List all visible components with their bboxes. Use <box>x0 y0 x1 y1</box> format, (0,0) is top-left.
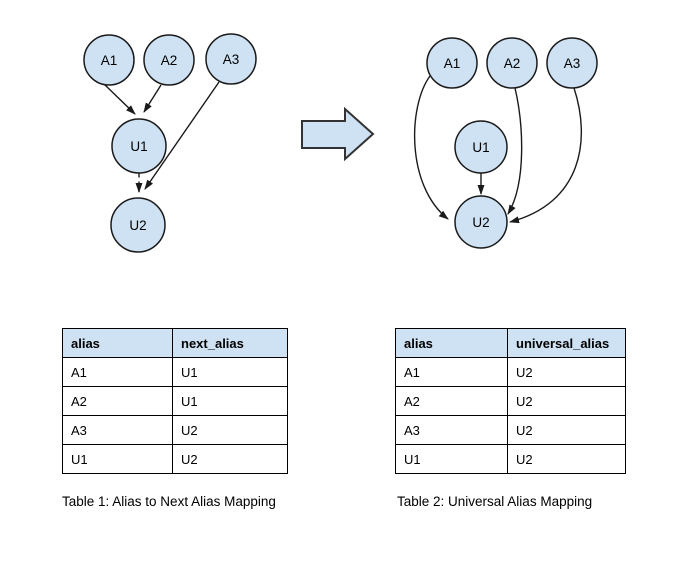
graph-after: A1 A2 A3 U1 U2 <box>413 37 598 249</box>
cell-alias: U1 <box>395 444 508 474</box>
cell-alias: A3 <box>395 415 508 445</box>
transform-arrow-icon <box>301 106 375 162</box>
node-before-a2: A2 <box>143 34 195 86</box>
table-row: A1 U2 <box>395 357 626 387</box>
column-header-alias: alias <box>62 328 173 358</box>
edge-after-a2-u2 <box>507 87 523 215</box>
node-label: A2 <box>161 53 178 68</box>
universal-alias-table: alias universal_alias A1 U2 A2 U2 A3 U2 … <box>395 328 626 474</box>
table-header-row: alias next_alias <box>62 328 288 358</box>
edge-after-a3-u2 <box>509 87 583 224</box>
node-before-u2: U2 <box>110 197 166 253</box>
node-label: A3 <box>564 56 581 71</box>
cell-universal-alias: U2 <box>507 415 626 445</box>
node-before-a3: A3 <box>205 33 257 85</box>
column-header-next-alias: next_alias <box>172 328 288 358</box>
node-label: U2 <box>129 218 146 233</box>
edge-before-a1-u1 <box>104 84 136 115</box>
node-circle <box>110 197 166 253</box>
node-circle <box>546 37 598 89</box>
column-header-universal-alias: universal_alias <box>507 328 626 358</box>
cell-alias: U1 <box>62 444 173 474</box>
cell-alias: A3 <box>62 415 173 445</box>
node-label: A3 <box>223 52 240 67</box>
cell-universal-alias: U2 <box>507 386 626 416</box>
cell-alias: A2 <box>62 386 173 416</box>
cell-next-alias: U1 <box>172 357 288 387</box>
table-row: U1 U2 <box>395 444 626 474</box>
graph-before: A1 A2 A3 U1 U2 <box>83 33 257 253</box>
cell-alias: A1 <box>395 357 508 387</box>
node-label: U2 <box>472 215 489 230</box>
node-circle <box>205 33 257 85</box>
node-after-a1: A1 <box>426 37 478 89</box>
cell-next-alias: U2 <box>172 415 288 445</box>
node-circle <box>454 120 508 174</box>
cell-next-alias: U2 <box>172 444 288 474</box>
node-circle <box>426 37 478 89</box>
node-label: A2 <box>504 56 521 71</box>
table-row: A1 U1 <box>62 357 288 387</box>
node-label: U1 <box>130 139 147 154</box>
node-after-a3: A3 <box>546 37 598 89</box>
node-circle <box>83 34 135 86</box>
node-before-u1: U1 <box>111 118 167 174</box>
node-label: A1 <box>101 53 118 68</box>
table-row: A3 U2 <box>62 415 288 445</box>
table-1-caption: Table 1: Alias to Next Alias Mapping <box>62 494 276 509</box>
node-label: A1 <box>444 56 461 71</box>
table-row: U1 U2 <box>62 444 288 474</box>
table-2-caption: Table 2: Universal Alias Mapping <box>397 494 593 509</box>
edge-after-a1-u2 <box>413 75 449 220</box>
edge-before-a3-u2 <box>144 81 220 190</box>
cell-universal-alias: U2 <box>507 357 626 387</box>
alias-graphs-diagram: A1 A2 A3 U1 U2 <box>83 33 598 253</box>
cell-alias: A2 <box>395 386 508 416</box>
node-after-u2: U2 <box>454 195 508 249</box>
node-after-u1: U1 <box>454 120 508 174</box>
cell-alias: A1 <box>62 357 173 387</box>
table-row: A2 U1 <box>62 386 288 416</box>
node-before-a1: A1 <box>83 34 135 86</box>
cell-universal-alias: U2 <box>507 444 626 474</box>
table-row: A3 U2 <box>395 415 626 445</box>
node-circle <box>454 195 508 249</box>
edge-before-a2-u1 <box>143 84 162 113</box>
node-circle <box>143 34 195 86</box>
node-label: U1 <box>472 140 489 155</box>
node-circle <box>111 118 167 174</box>
alias-next-alias-table: alias next_alias A1 U1 A2 U1 A3 U2 U1 U2 <box>62 328 288 474</box>
column-header-alias: alias <box>395 328 508 358</box>
table-header-row: alias universal_alias <box>395 328 626 358</box>
node-circle <box>486 37 538 89</box>
node-after-a2: A2 <box>486 37 538 89</box>
table-row: A2 U2 <box>395 386 626 416</box>
cell-next-alias: U1 <box>172 386 288 416</box>
